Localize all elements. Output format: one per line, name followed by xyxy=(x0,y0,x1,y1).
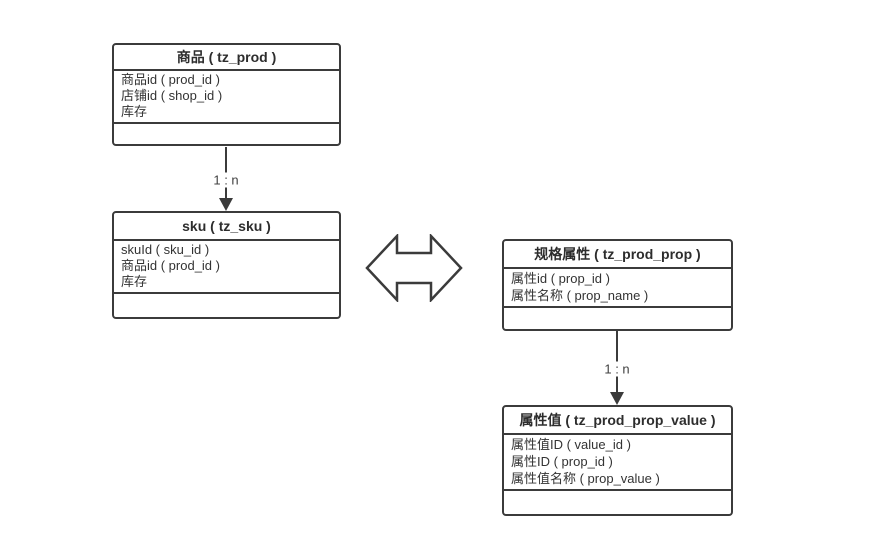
entity-prop-empty-section xyxy=(504,308,731,329)
entity-prod-fields: 商品id ( prod_id ) 店铺id ( shop_id ) 库存 xyxy=(114,71,339,124)
entity-prop-fields: 属性id ( prop_id ) 属性名称 ( prop_name ) xyxy=(504,269,731,308)
connector-prod-to-sku-label: 1 : n xyxy=(210,172,242,188)
entity-sku-empty-section xyxy=(114,294,339,317)
double-arrow-icon[interactable] xyxy=(365,234,463,302)
entity-prod-table[interactable]: 商品 ( tz_prod ) 商品id ( prod_id ) 店铺id ( s… xyxy=(112,43,341,146)
arrowhead-down-icon xyxy=(610,392,624,405)
entity-sku-title: sku ( tz_sku ) xyxy=(114,213,339,241)
entity-field: 属性id ( prop_id ) xyxy=(511,271,610,286)
entity-field: 属性值名称 ( prop_value ) xyxy=(511,471,660,486)
entity-prod-empty-section xyxy=(114,124,339,144)
entity-field: 商品id ( prod_id ) xyxy=(121,72,220,87)
entity-prop-value-fields: 属性值ID ( value_id ) 属性ID ( prop_id ) 属性值名… xyxy=(504,435,731,491)
entity-field: 商品id ( prod_id ) xyxy=(121,258,220,273)
entity-prop-value-empty-section xyxy=(504,491,731,514)
entity-sku-fields: skuId ( sku_id ) 商品id ( prod_id ) 库存 xyxy=(114,241,339,294)
connector-prop-to-value-label: 1 : n xyxy=(601,361,633,377)
arrowhead-down-icon xyxy=(219,198,233,211)
entity-field: 库存 xyxy=(121,104,148,119)
entity-field: 属性名称 ( prop_name ) xyxy=(511,288,649,303)
entity-field: 属性值ID ( value_id ) xyxy=(511,437,631,452)
entity-field: 库存 xyxy=(121,274,148,289)
entity-prop-title: 规格属性 ( tz_prod_prop ) xyxy=(504,241,731,269)
entity-field: skuId ( sku_id ) xyxy=(121,242,210,257)
entity-sku-table[interactable]: sku ( tz_sku ) skuId ( sku_id ) 商品id ( p… xyxy=(112,211,341,319)
entity-prop-value-title: 属性值 ( tz_prod_prop_value ) xyxy=(504,407,731,435)
entity-field: 店铺id ( shop_id ) xyxy=(121,88,223,103)
entity-prop-table[interactable]: 规格属性 ( tz_prod_prop ) 属性id ( prop_id ) 属… xyxy=(502,239,733,331)
entity-prop-value-table[interactable]: 属性值 ( tz_prod_prop_value ) 属性值ID ( value… xyxy=(502,405,733,516)
entity-prod-title: 商品 ( tz_prod ) xyxy=(114,45,339,71)
entity-field: 属性ID ( prop_id ) xyxy=(511,454,613,469)
